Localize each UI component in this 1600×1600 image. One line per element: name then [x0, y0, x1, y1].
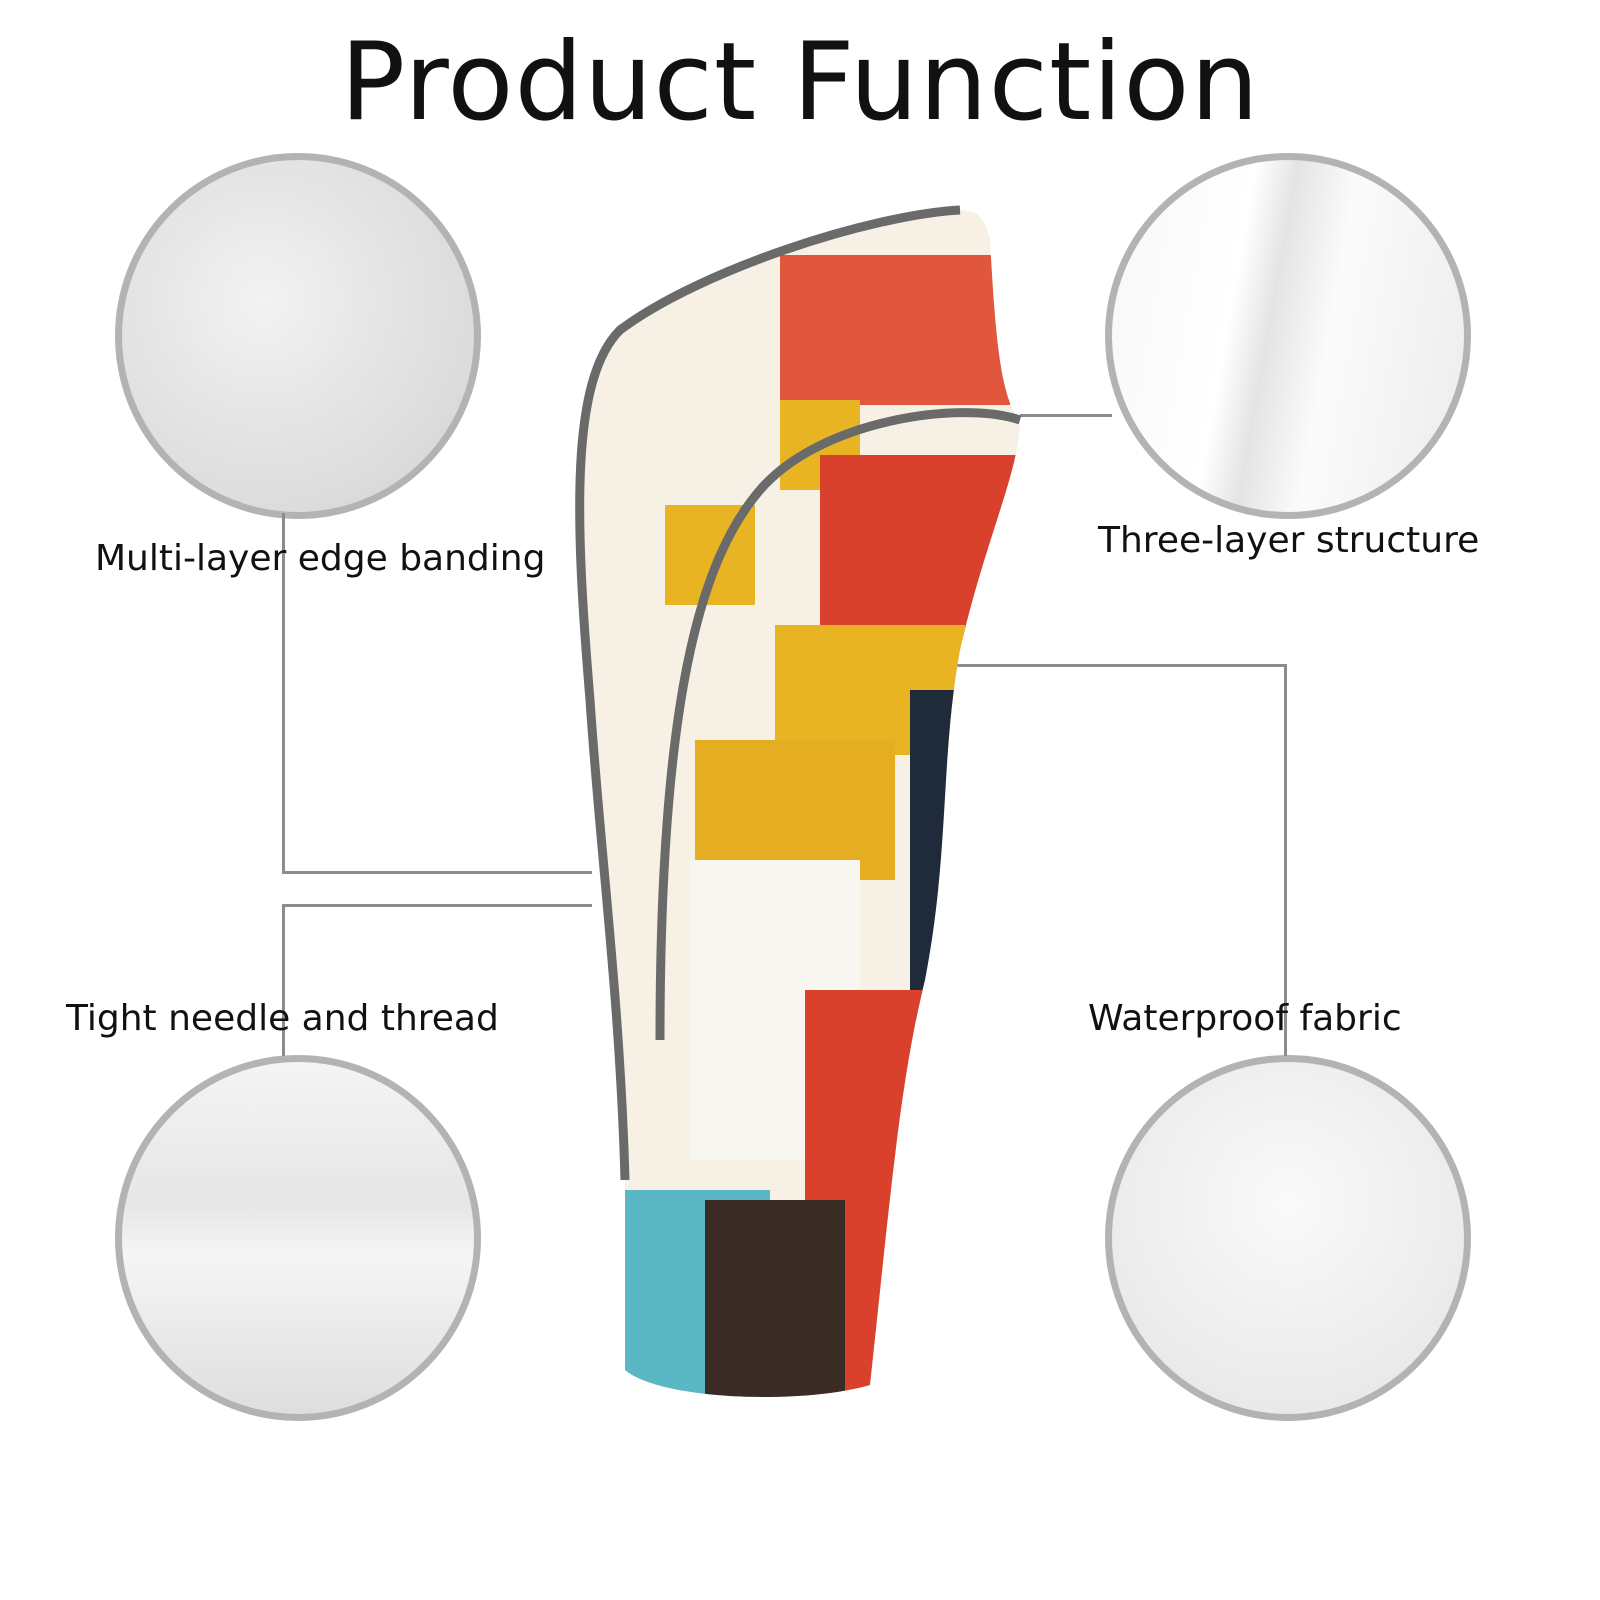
page-title: Product Function	[340, 20, 1260, 145]
connector-line	[1284, 664, 1287, 1056]
feature-label-three-layer: Three-layer structure	[1098, 520, 1480, 561]
connector-line	[282, 904, 285, 1056]
cat-black	[705, 1200, 845, 1397]
connector-line	[1020, 414, 1112, 417]
feature-label-waterproof: Waterproof fabric	[1088, 998, 1402, 1039]
edge-trim	[655, 408, 1022, 1041]
cat-navy	[910, 690, 970, 1020]
detail-circle-edge-banding	[115, 153, 481, 519]
cat-red	[820, 455, 1020, 640]
feature-label-needle-thread: Tight needle and thread	[66, 998, 499, 1039]
connector-line	[895, 664, 1287, 667]
connector-line	[282, 871, 592, 874]
detail-circle-waterproof	[1105, 1055, 1471, 1421]
detail-circle-needle-thread	[115, 1055, 481, 1421]
edge-trim	[575, 205, 961, 1181]
connector-line	[282, 904, 592, 907]
connector-line	[282, 513, 285, 873]
cat-yellow	[695, 740, 895, 880]
detail-circle-three-layer	[1105, 153, 1471, 519]
cat-red	[780, 255, 1010, 405]
feature-label-edge-banding: Multi-layer edge banding	[95, 538, 546, 579]
